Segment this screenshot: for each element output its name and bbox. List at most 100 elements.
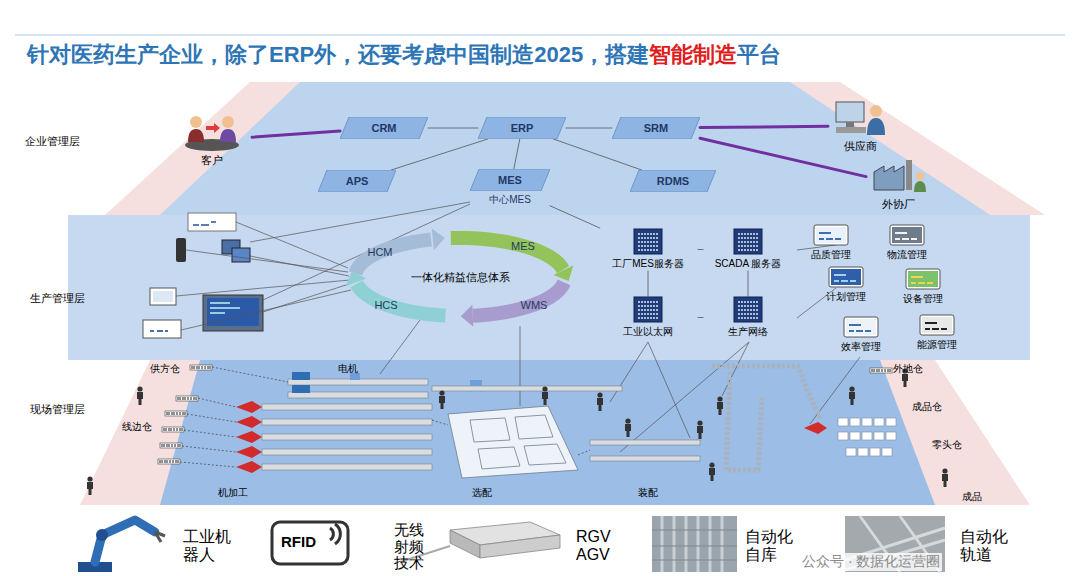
server-slot [638, 317, 658, 318]
module-label: 效率管理 [841, 340, 881, 354]
icon-text: RFID [281, 533, 316, 550]
label-anchor: 公众号 · 数据化运营圈 [800, 553, 942, 571]
workers-part [439, 390, 445, 409]
label-anchor: 电机 [338, 362, 358, 376]
server-slot [638, 305, 658, 306]
workers-part [625, 418, 631, 437]
label-anchor: RGV AGV [576, 528, 616, 565]
dotted-links [180, 367, 590, 467]
module-icon [905, 268, 941, 290]
area-label: 零头仓 [932, 438, 962, 452]
connector-line [698, 249, 703, 250]
dotted-links-part [212, 367, 288, 382]
connector-line [252, 131, 340, 137]
red-robots-part [236, 431, 262, 443]
server-slot [738, 237, 758, 238]
parallelogram [612, 117, 700, 139]
barcode-tags-part [162, 427, 184, 432]
screen [908, 271, 938, 287]
connector-line [514, 139, 520, 169]
ring-arrowhead [346, 271, 367, 286]
workers-part [849, 386, 855, 405]
body [220, 129, 236, 142]
field-conveyors-part [262, 434, 432, 440]
connector-line [391, 139, 488, 170]
screen-content [895, 233, 917, 239]
screen-content [834, 275, 856, 281]
dotted-links-part [182, 446, 236, 452]
server-slot [638, 313, 658, 314]
module-icon [919, 314, 955, 336]
server-slot [638, 233, 658, 234]
head [916, 172, 924, 180]
label-anchor: 无线射频技术 [394, 522, 426, 572]
layer-band: 现场管理层 [0, 360, 1080, 505]
warehouse-photo-part [652, 516, 737, 572]
storage-racks-part [874, 418, 884, 426]
label-anchor: RFID [281, 533, 316, 550]
ring-segment-label: MES [511, 240, 535, 252]
connector-line [550, 206, 600, 228]
device-icons-part [150, 330, 168, 332]
system-box-shape: ERP [478, 117, 566, 139]
storage-racks-part [886, 418, 896, 426]
technology-label: 无线射频技术 [394, 522, 426, 572]
server-slot [738, 305, 758, 306]
layer-band: 生产管理层一体化精益信息体系工厂MES服务器SCADA 服务器工业以太网生产网络… [0, 215, 1080, 360]
chimney [906, 160, 912, 190]
server-slot [738, 301, 758, 302]
screen-content [925, 323, 947, 329]
layer-label: 现场管理层 [30, 402, 85, 417]
zigzag-conveyor [712, 366, 820, 470]
storage-racks-part [846, 448, 856, 456]
barcode-tags-part [176, 396, 198, 401]
cycle-ring: 一体化精益信息体系 [345, 228, 575, 326]
label-anchor: 成品 [962, 490, 982, 504]
function-module: 品质管理 [800, 224, 862, 262]
technology-label: 自动化轨道 [960, 528, 1010, 565]
connector-line [566, 128, 612, 129]
dotted-links-part [198, 398, 236, 407]
label-anchor: 机加工 [218, 486, 248, 500]
title-part: 针对医药生产企业，除了ERP外，还要考虑中国制造2025，搭建 [27, 42, 649, 67]
system-label: RDMS [657, 170, 689, 192]
storage-racks-part [850, 432, 860, 440]
function-module: 物流管理 [876, 224, 938, 262]
workers-part [542, 386, 548, 405]
label-anchor: MES [511, 240, 535, 252]
system-label: SRM [644, 117, 668, 139]
actor-label: 外协厂 [882, 197, 915, 212]
stand [846, 122, 854, 127]
area-label: 机加工 [218, 486, 248, 500]
red-robots-part [236, 446, 262, 458]
ring-arc [473, 282, 564, 315]
workers-part [87, 476, 93, 495]
dotted-links-part [180, 462, 236, 467]
barcode-tags-part [165, 411, 187, 416]
storage-racks-part [850, 418, 860, 426]
server-icon [733, 228, 763, 255]
server-slot [738, 313, 758, 314]
server-label: 工业以太网 [623, 325, 673, 339]
field-conveyors-part [262, 419, 432, 425]
barcode-tags-part [160, 443, 182, 448]
plane-surface [105, 82, 1045, 215]
ring-segment-label: HCS [374, 299, 397, 311]
server-slot [638, 249, 658, 250]
server-slot [638, 241, 658, 242]
storage-racks-part [874, 432, 884, 440]
parallelogram [318, 170, 396, 192]
technology-label: RGV AGV [576, 528, 616, 565]
label-anchor: HCS [374, 299, 397, 311]
barcode-tags-part [870, 368, 892, 373]
label-anchor: 线边仓 [122, 420, 152, 434]
watermark: 公众号 · 数据化运营圈 [800, 553, 942, 571]
module-label: 设备管理 [903, 292, 943, 306]
layer-label: 企业管理层 [25, 134, 80, 149]
system-label: MES [498, 169, 522, 191]
zigzag-conveyor-part [726, 372, 762, 470]
area-label: 供方仓 [150, 362, 180, 376]
workpieces-part [292, 372, 310, 380]
layer-plane [0, 82, 1080, 215]
dotted-links-part [187, 414, 236, 422]
